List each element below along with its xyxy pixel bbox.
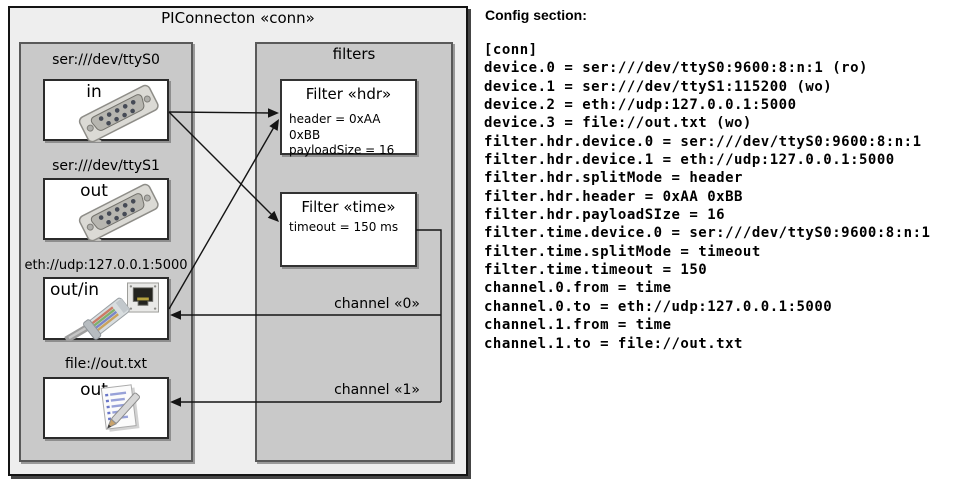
- device-1-box: out: [43, 178, 169, 241]
- filters-panel-title: filters: [332, 45, 376, 63]
- ethernet-jack-icon: [127, 282, 159, 313]
- serial-connector-icon: [78, 183, 159, 241]
- config-lines: [conn] device.0 = ser:///dev/ttyS0:9600:…: [484, 42, 931, 352]
- device-2-direction: out/in: [50, 280, 100, 300]
- diagram-title: PIConnecton «conn»: [161, 9, 315, 27]
- config-section-title: Config section:: [485, 7, 587, 23]
- device-3-direction: out: [80, 380, 108, 400]
- serial-connector-icon: [78, 84, 159, 142]
- device-2-url-label: eth://udp:127.0.0.1:5000: [24, 258, 188, 273]
- device-3-url-label: file://out.txt: [64, 356, 148, 372]
- filter-time-box: Filter «time» timeout = 150 ms: [280, 192, 417, 267]
- device-1-url-label: ser:///dev/ttyS1: [52, 158, 160, 174]
- device-3-box: out: [43, 377, 169, 439]
- device-0-direction: in: [86, 82, 102, 102]
- filter-time-attributes: timeout = 150 ms: [289, 220, 399, 234]
- device-0-box: in: [43, 79, 169, 142]
- notepad-pencil-icon: [100, 384, 140, 432]
- device-0-url-label: ser:///dev/ttyS0: [52, 52, 160, 68]
- filter-time-title: Filter «time»: [301, 198, 396, 216]
- device-2-box: out/in: [43, 277, 169, 341]
- channel-0-label: channel «0»: [334, 296, 420, 312]
- filter-hdr-title: Filter «hdr»: [305, 85, 392, 103]
- channel-1-label: channel «1»: [334, 382, 420, 398]
- filter-hdr-box: Filter «hdr» header = 0xAA 0xBB payloadS…: [280, 79, 417, 157]
- ethernet-cable-icon: [64, 297, 130, 341]
- filter-hdr-attributes: header = 0xAA 0xBB payloadSize = 16: [289, 112, 395, 157]
- device-1-direction: out: [80, 181, 108, 201]
